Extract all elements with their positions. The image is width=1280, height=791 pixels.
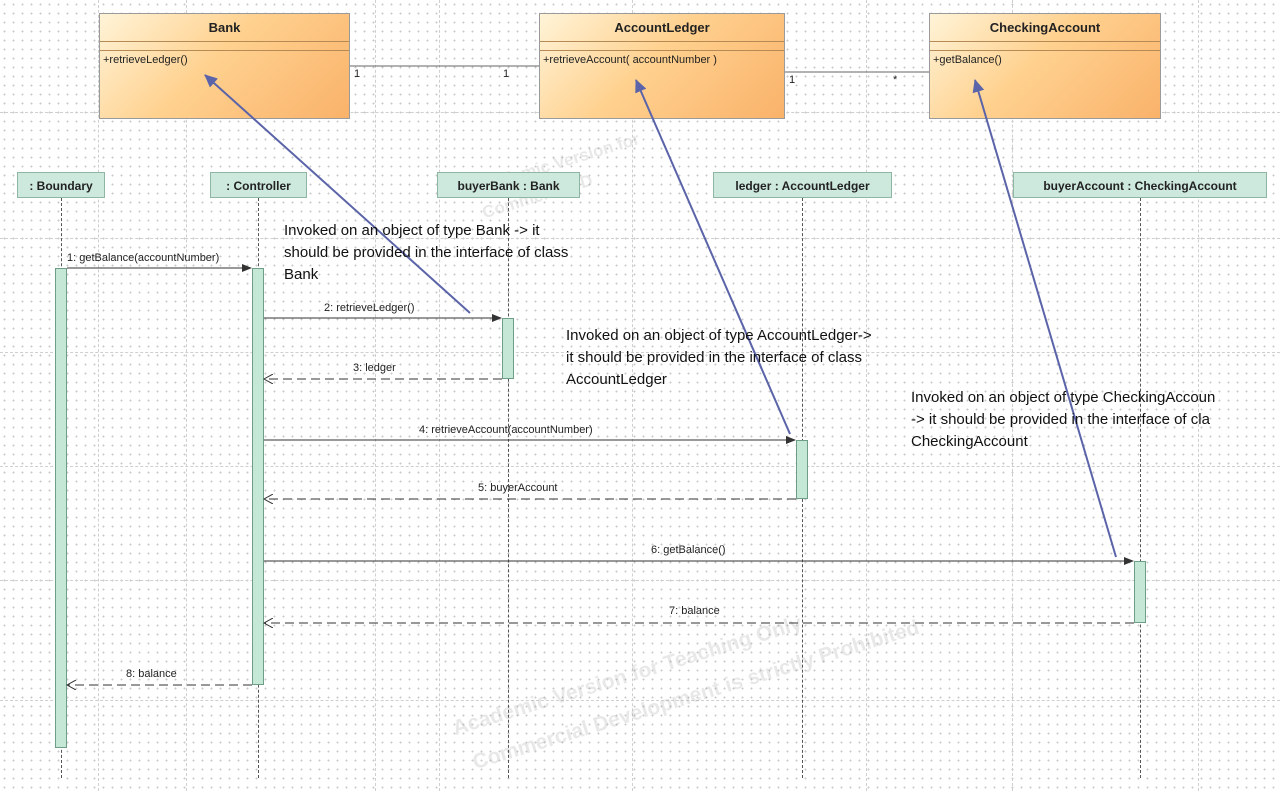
note-line: -> it should be provided in the interfac… (911, 411, 1210, 428)
class-operation: +retrieveAccount( accountNumber ) (543, 54, 717, 66)
grid-line (0, 352, 1280, 353)
message-label: 2: retrieveLedger() (324, 302, 415, 314)
class-name: CheckingAccount (930, 14, 1160, 42)
grid-line (375, 0, 376, 791)
class-checking-account[interactable]: CheckingAccount +getBalance() (929, 13, 1161, 119)
class-attributes (930, 42, 1160, 51)
grid-line (0, 466, 1280, 467)
message-label: 6: getBalance() (651, 544, 726, 556)
class-name: AccountLedger (540, 14, 784, 42)
lifeline-buyer-account[interactable]: buyerAccount : CheckingAccount (1013, 172, 1267, 198)
note-line: should be provided in the interface of c… (284, 244, 569, 261)
grid-line (0, 700, 1280, 701)
note-line: Invoked on an object of type CheckingAcc… (911, 389, 1216, 406)
grid-line (1198, 0, 1199, 791)
class-attributes (100, 42, 349, 51)
message-label: 1: getBalance(accountNumber) (67, 252, 220, 264)
note-account-ledger: Invoked on an object of type AccountLedg… (566, 325, 872, 391)
note-line: Invoked on an object of type AccountLedg… (566, 327, 872, 344)
activation-ledger (796, 440, 808, 499)
class-account-ledger[interactable]: AccountLedger +retrieveAccount( accountN… (539, 13, 785, 119)
class-bank[interactable]: Bank +retrieveLedger() (99, 13, 350, 119)
lifeline-line-buyer-bank (508, 198, 509, 778)
grid-line (186, 0, 187, 791)
lifeline-controller[interactable]: : Controller (210, 172, 307, 198)
message-label: 4: retrieveAccount(accountNumber) (419, 424, 593, 436)
message-label: 3: ledger (353, 362, 396, 374)
class-operation: +retrieveLedger() (103, 54, 188, 66)
grid-line (0, 238, 1280, 239)
grid-line (1012, 0, 1013, 791)
message-label: 8: balance (126, 668, 177, 680)
note-line: CheckingAccount (911, 433, 1028, 450)
note-line: it should be provided in the interface o… (566, 349, 863, 366)
multiplicity-ledger-right: 1 (789, 74, 796, 86)
note-checking-account: Invoked on an object of type CheckingAcc… (911, 387, 1280, 453)
multiplicity-checking: * (893, 74, 898, 86)
multiplicity-bank: 1 (354, 68, 361, 80)
class-operation: +getBalance() (933, 54, 1002, 66)
note-line: Bank (284, 266, 319, 283)
activation-buyer-bank (502, 318, 514, 379)
note-bank: Invoked on an object of type Bank -> it … (284, 220, 568, 286)
message-label: 5: buyerAccount (478, 482, 558, 494)
message-label: 7: balance (669, 605, 720, 617)
lifeline-boundary[interactable]: : Boundary (17, 172, 105, 198)
class-name: Bank (100, 14, 349, 42)
grid-line (632, 0, 633, 791)
activation-boundary (55, 268, 67, 748)
grid-line (866, 0, 867, 791)
pointer-arrow-ledger (635, 79, 791, 435)
lifeline-buyer-bank[interactable]: buyerBank : Bank (437, 172, 580, 198)
activation-controller (252, 268, 264, 685)
lifeline-ledger[interactable]: ledger : AccountLedger (713, 172, 892, 198)
pointer-arrow-checking (972, 79, 1117, 558)
grid-line (98, 0, 99, 791)
multiplicity-ledger-left: 1 (503, 68, 510, 80)
note-line: AccountLedger (566, 371, 667, 388)
note-line: Invoked on an object of type Bank -> it (284, 222, 540, 239)
grid-line (439, 0, 440, 791)
pointer-arrow-bank (204, 74, 471, 314)
class-attributes (540, 42, 784, 51)
grid-line (0, 580, 1280, 581)
lifeline-line-buyer-account (1140, 198, 1141, 778)
activation-buyer-account (1134, 561, 1146, 623)
